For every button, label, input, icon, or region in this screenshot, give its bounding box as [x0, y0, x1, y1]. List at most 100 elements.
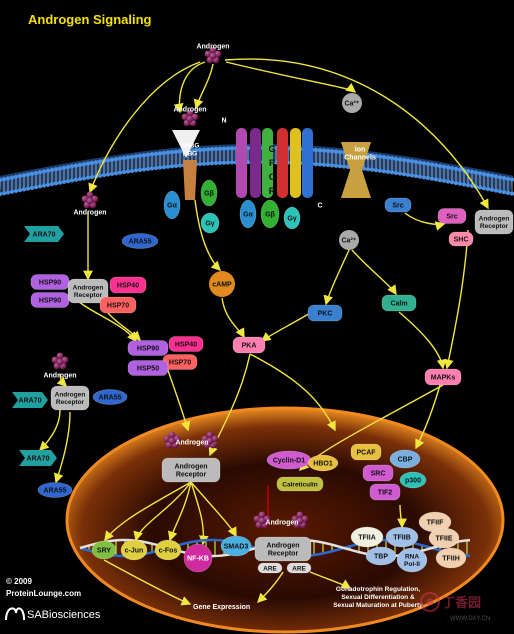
arrow-29: [190, 481, 237, 538]
g-alpha-mid: Gα: [239, 199, 257, 229]
camp: cAMP: [209, 271, 235, 297]
diagram-title: Androgen Signaling: [28, 12, 152, 27]
tif2-label: TIF2: [378, 489, 392, 496]
gpcr-letter-4: R: [269, 186, 276, 196]
gpcr-letter-1: G: [268, 144, 275, 154]
c-fos-label: c-Fos: [159, 547, 178, 554]
src-second-label: Src: [446, 213, 457, 220]
hsp70-a: HSP70: [99, 296, 137, 314]
arrow-19: [54, 411, 71, 484]
hbo1-label: HBO1: [313, 460, 333, 467]
pka-label: PKA: [242, 342, 257, 349]
ara55-second-label: ARA55: [99, 394, 122, 401]
g-alpha-left-label: Gα: [167, 202, 177, 209]
androgen-shbg-label: Androgen: [173, 106, 206, 113]
g-alpha-left: Gα: [163, 190, 181, 220]
calm-label: Calm: [390, 300, 407, 307]
tfiib-label: TFIIB: [393, 534, 411, 541]
p300-label: p300: [405, 477, 421, 484]
arrow-30: [257, 571, 284, 603]
gene-expression-label: Gene Expression: [193, 604, 250, 611]
androgen-left-molecule: [81, 191, 99, 209]
ara70-third: ARA70: [19, 450, 57, 466]
cbp-label: CBP: [398, 456, 413, 463]
g-gamma-mid: Gγ: [283, 206, 301, 230]
ara55-first-label: ARA55: [129, 238, 152, 245]
calcium-outside-label: Ca²⁺: [345, 100, 360, 107]
androgen-mid-molecule: [51, 352, 69, 370]
ara70-third-label: ARA70: [27, 455, 50, 462]
gpcr-helix-6: [302, 128, 313, 198]
mapks-label: MAPKs: [431, 374, 456, 381]
arrow-12: [404, 212, 446, 231]
shbg-shape: [172, 130, 200, 158]
src-membrane-label: Src: [392, 202, 403, 209]
cyclin-d1-label: Cyclin-D1: [273, 457, 305, 464]
shbg-label-2: HBG: [183, 150, 197, 157]
androgen-left-label: Androgen: [73, 209, 106, 216]
shc: SHC: [448, 231, 474, 247]
arrow-31: [309, 571, 352, 589]
arrow-13: [443, 229, 469, 370]
gpcr-helix-1: [236, 128, 247, 198]
shbg-label-1: SHBG: [181, 142, 200, 149]
androgen-shbg-molecule: [181, 109, 199, 127]
tfiia-label: TFIIA: [358, 534, 376, 541]
ara55-first: ARA55: [121, 233, 159, 249]
sry-label: SRY: [97, 547, 111, 554]
cbp: CBP: [389, 449, 421, 469]
androgen-top-molecule: [204, 46, 222, 64]
ara55-second: ARA55: [92, 389, 128, 405]
arrow-28: [190, 481, 209, 546]
n-terminal-label: N: [221, 117, 226, 124]
hsp90-b: HSP90: [30, 292, 70, 308]
nf-kb: NF-KB: [183, 543, 213, 573]
g-alpha-mid-label: Gα: [243, 211, 253, 218]
arrow-22: [249, 353, 336, 432]
src-nucleus-label: SRC: [371, 470, 386, 477]
androgen-top-label: Androgen: [196, 43, 229, 50]
g-beta-left: Gβ: [200, 179, 218, 207]
gpcr-helix-4: [277, 128, 288, 198]
site-text: ProteinLounge.com: [6, 589, 81, 598]
arrow-3: [193, 63, 214, 110]
watermark-name: 丁香园: [442, 595, 481, 610]
src-nucleus: SRC: [362, 464, 394, 482]
copyright-text: © 2009: [6, 577, 32, 586]
arrow-6: [194, 199, 221, 271]
mapks: MAPKs: [424, 368, 462, 386]
brand-text: SABiosciences: [27, 609, 101, 621]
hsp50: HSP50: [127, 360, 169, 376]
arrow-9: [351, 249, 397, 296]
tfiif-label: TFIIF: [427, 519, 444, 526]
c-fos: c-Fos: [154, 539, 182, 561]
gpcr-helix-3: [262, 128, 273, 198]
arrow-33: [397, 504, 407, 529]
pcaf: PCAF: [350, 443, 382, 461]
arrow-2: [225, 61, 357, 93]
androgen-dna-molecule-2: [291, 511, 309, 529]
shc-label: SHC: [454, 236, 469, 243]
nf-kb-label: NF-KB: [187, 555, 209, 562]
arrow-8: [323, 249, 350, 306]
are-first: ARE: [257, 562, 283, 574]
watermark-url: WWW.DXY.CN: [450, 616, 490, 622]
g-gamma-left: Gγ: [200, 212, 220, 234]
are-first-label: ARE: [263, 565, 277, 572]
hbo1: HBO1: [307, 454, 339, 472]
c-terminal-label: C: [317, 202, 322, 209]
src-second: Src: [437, 208, 467, 224]
arrow-1: [88, 61, 201, 194]
gonadotrophin-label: Gonadotrophin Regulation,Sexual Differen…: [333, 586, 423, 609]
